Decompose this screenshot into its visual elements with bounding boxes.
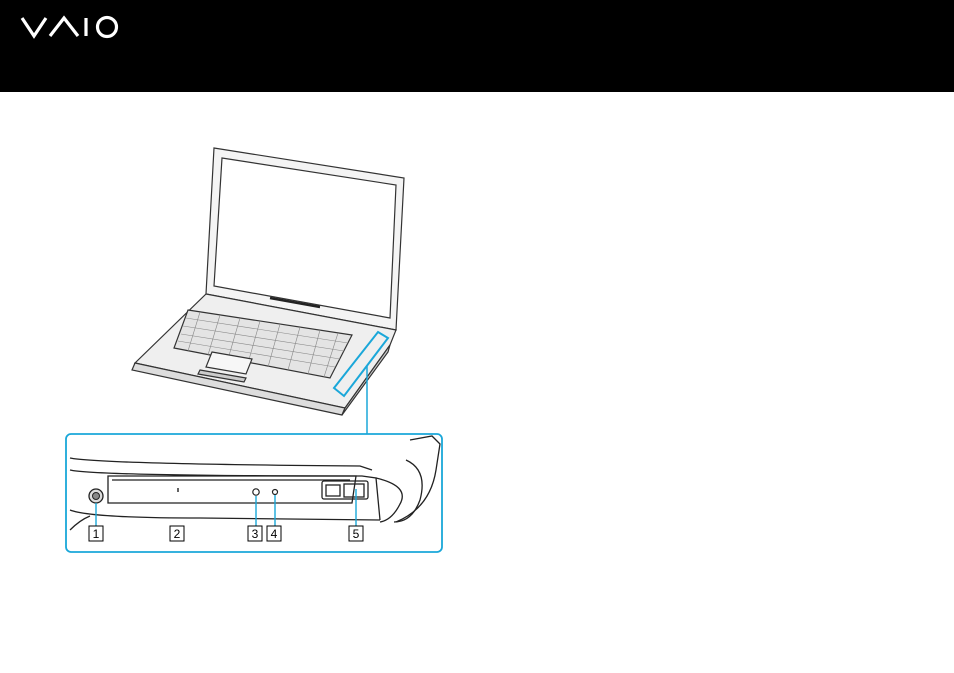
callout-number: 1 <box>93 527 100 541</box>
callout-number: 5 <box>353 527 360 541</box>
callout-4: 4 <box>267 526 281 541</box>
callout-2: 2 <box>170 526 184 541</box>
vaio-logo <box>20 14 120 40</box>
callout-5: 5 <box>349 526 363 541</box>
laptop-figure: 1 2 3 4 5 <box>0 92 954 673</box>
callout-number: 3 <box>252 527 259 541</box>
callout-number: 4 <box>271 527 278 541</box>
callout-3: 3 <box>248 526 262 541</box>
callout-number: 2 <box>174 527 181 541</box>
laptop-illustration <box>132 148 404 415</box>
callout-1: 1 <box>89 526 103 541</box>
header-bar <box>0 0 954 92</box>
